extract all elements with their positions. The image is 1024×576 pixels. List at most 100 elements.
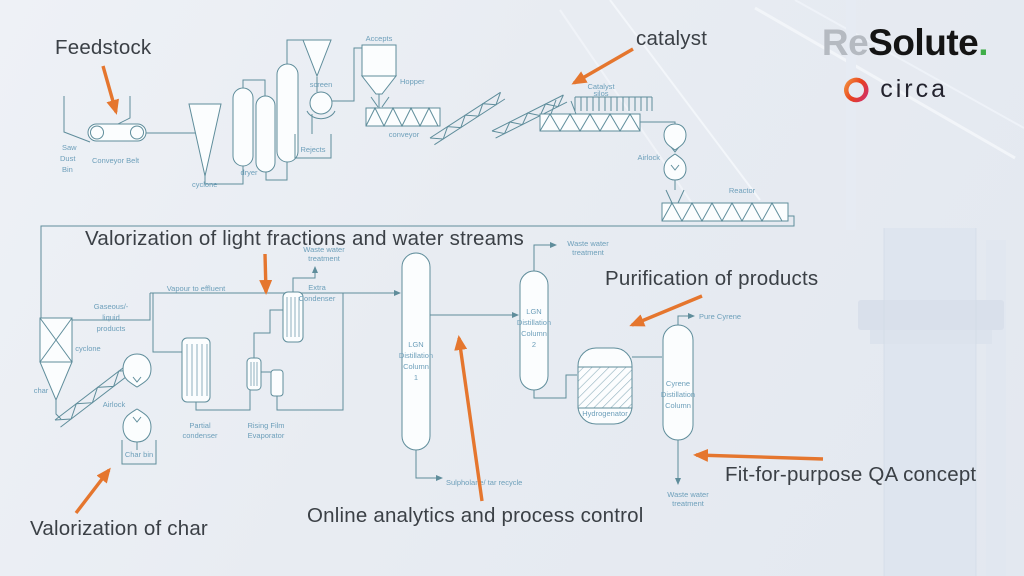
vapour-label: Vapour to effluent (167, 284, 226, 293)
waste-water-bottom-label: treatment (672, 499, 705, 508)
screw-conveyor (365, 106, 441, 128)
hydrogenator-label: Hydrogenator (582, 409, 628, 418)
accepts-label: Accepts (366, 34, 393, 43)
lgn-column-1-label: LGN (408, 340, 423, 349)
lgn-column-1 (401, 252, 519, 481)
pipe (640, 121, 676, 124)
catalyst-conveyor (539, 113, 641, 132)
waste-water-mid-label: Waste water (567, 239, 609, 248)
lgn-column-2-label: 2 (532, 340, 536, 349)
annotation-char: Valorization of char (30, 517, 208, 540)
catalyst-silos-label: silos (593, 89, 608, 98)
resolute-logo-re: Re (821, 22, 869, 63)
gaseous-label: products (97, 324, 126, 333)
annotation-catalyst: catalyst (636, 27, 708, 50)
hydrogenator (577, 347, 662, 425)
pipe (72, 293, 151, 321)
saw-dust-bin-label: Bin (62, 165, 73, 174)
purification-arrow (629, 294, 703, 327)
extra-condenser-label: Extra (308, 283, 326, 292)
lgn-column-1-label: 1 (414, 373, 418, 382)
screen-drum (309, 91, 333, 115)
char-label: char (34, 386, 49, 395)
lgn-column-1-label: Column (403, 362, 429, 371)
inclined-conveyor-2 (491, 94, 577, 139)
circa-logo-text: circa (880, 74, 948, 103)
reactor-label: Reactor (729, 186, 756, 195)
rejects-label: Rejects (300, 145, 325, 154)
resolute-logo-dot: . (978, 22, 988, 63)
cyrene-column-label: Distillation (661, 390, 695, 399)
rising-film-label: Rising Film (247, 421, 284, 430)
waste-water-top-label: treatment (308, 254, 341, 263)
screen-label: screen (310, 80, 333, 89)
char-arrow (74, 467, 111, 515)
pure-cyrene-label: Pure Cyrene (699, 312, 741, 321)
feedstock-arrow (101, 65, 119, 115)
circa-logo: circa (841, 74, 948, 104)
pipe (665, 180, 685, 204)
char-cyclone-label: cyclone (75, 344, 100, 353)
rising-film-label: Evaporator (248, 431, 285, 440)
catalyst-silos (574, 96, 653, 111)
char-airlock-label: Airlock (103, 400, 126, 409)
extra-condenser (282, 266, 318, 343)
hopper-label: Hopper (400, 77, 425, 86)
feed-cyclone (188, 103, 244, 185)
char-bin-label: Char bin (125, 450, 153, 459)
resolute-logo: ReSolute. (821, 22, 989, 64)
reactor-outlet-pipe (40, 215, 795, 318)
conveyor-belt (87, 123, 147, 142)
char-airlock (122, 353, 152, 450)
dryer-label: dryer (240, 168, 258, 177)
dryer (232, 39, 309, 181)
gaseous-label: Gaseous/- (94, 302, 129, 311)
annotation-online-analytics: Online analytics and process control (307, 504, 644, 527)
sulpholane-recycle-label: Sulpholane/ tar recycle (446, 478, 522, 487)
partial-condenser-label: Partial (189, 421, 211, 430)
annotation-qa: Fit-for-purpose QA concept (725, 463, 977, 486)
pipe (332, 47, 362, 102)
rejects-bin (294, 134, 332, 159)
lgn-column-2-label: Column (521, 329, 547, 338)
rising-film-evaporator (246, 293, 344, 411)
catalyst-silos-label: Catalyst (587, 82, 615, 91)
conveyor-belt-label: Conveyor Belt (92, 156, 140, 165)
waste-water-bottom-label: Waste water (667, 490, 709, 499)
light-fractions-arrow (259, 253, 273, 295)
circa-ring-icon (844, 77, 869, 103)
conveyor-label: conveyor (389, 130, 420, 139)
partial-condenser-label: condenser (182, 431, 218, 440)
reactor-airlock-label: Airlock (637, 153, 660, 162)
waste-water-top-label: Waste water (303, 245, 345, 254)
accepts-hopper (360, 44, 398, 108)
lgn-column-2-label: Distillation (517, 318, 551, 327)
cyrene-column-label: Column (665, 401, 691, 410)
lgn-column-2 (519, 242, 577, 399)
feed-cyclone-label: cyclone (192, 180, 217, 189)
screen-cyclone (302, 39, 336, 120)
annotation-light-fractions: Valorization of light fractions and wate… (85, 227, 524, 250)
waste-water-mid-label: treatment (572, 248, 605, 257)
saw-dust-bin-label: Saw (62, 143, 77, 152)
extra-condenser-label: Condenser (299, 294, 336, 303)
cyrene-column (662, 313, 695, 485)
qa-arrow (693, 448, 824, 462)
saw-dust-bin-label: Dust (60, 154, 76, 163)
annotation-purification: Purification of products (605, 267, 819, 290)
char-bin (121, 440, 157, 465)
char-cyclone (39, 317, 73, 420)
inclined-conveyor-1 (429, 91, 506, 146)
annotation-feedstock: Feedstock (55, 36, 152, 59)
gaseous-label: liquid (102, 313, 120, 322)
lgn-column-2-label: LGN (526, 307, 541, 316)
online-analytics-arrow (454, 335, 484, 502)
cyrene-column-label: Cyrene (666, 379, 690, 388)
resolute-logo-solute: Solute (868, 22, 979, 63)
partial-condenser (152, 293, 251, 411)
lgn-column-1-label: Distillation (399, 351, 433, 360)
catalyst-arrow (571, 47, 634, 85)
reactor-airlock (663, 123, 687, 181)
